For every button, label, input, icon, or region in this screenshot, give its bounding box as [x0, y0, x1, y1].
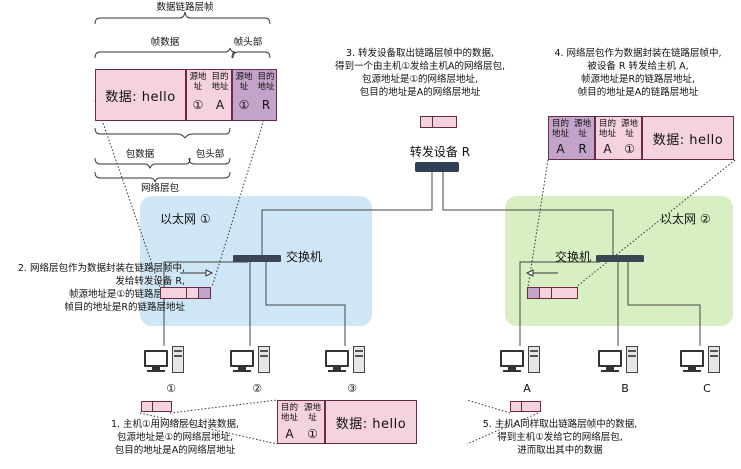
right-switch-icon[interactable] [596, 255, 644, 262]
frame-header-cell: 源地址 目的地址 ① R [232, 69, 277, 121]
host-label: C [703, 382, 711, 395]
frame-header-label: 帧头部 [233, 37, 263, 48]
step3-text: 3. 转发设备取出链路层帧中的数据,得到一个由主机①发给主机A的网络层包,包源地… [334, 48, 506, 98]
step4-text: 4. 网络层包作为数据封装在链路层帧中,被设备 R 转发给主机 A,帧源地址是R… [554, 48, 722, 98]
frame-title: 数据链路层帧 [156, 2, 214, 13]
bottom-packet-header-cell: 目的地址 源地址 A ① [277, 400, 325, 444]
ethernet-1-label: 以太网 ① [160, 212, 211, 226]
bottom-packet-data-cell: 数据: hello [325, 400, 417, 444]
host-label: A [523, 382, 531, 395]
host-label: ③ [347, 382, 357, 395]
packet-header-cell: 源地址 目的地址 ① A [186, 69, 232, 121]
src-addr-value: ① [192, 98, 204, 112]
frame-dst-value: R [261, 98, 271, 112]
packet-header-label: 包头部 [195, 149, 225, 160]
left-switch-label: 交换机 [286, 250, 323, 264]
dst-addr-value: A [215, 98, 225, 112]
router-icon[interactable] [415, 162, 459, 172]
frame-src-label: 源地址 [235, 72, 253, 92]
rf-dst-value: A [556, 142, 565, 156]
bp-src-label: 源地址 [303, 403, 321, 423]
frame-data-label: 帧数据 [150, 37, 180, 48]
bp-dst-value: A [285, 427, 294, 441]
src-addr-label: 源地址 [189, 72, 207, 92]
host-label: ② [252, 382, 262, 395]
packet-data-label: 包数据 [125, 149, 155, 160]
bp-dst-label: 目的地址 [280, 403, 298, 423]
rf-dst-label: 目的地址 [551, 119, 569, 139]
frame-data-cell: 数据: hello [95, 69, 186, 121]
step1-text: 1. 主机①用网络层包封装数据,包源地址是①的网络层地址,包目的地址是A的网络层… [110, 419, 240, 456]
ethernet-2-label: 以太网 ② [660, 212, 711, 226]
rp-dst-value: A [603, 142, 612, 156]
left-switch-icon[interactable] [233, 255, 281, 262]
step5-text: 5. 主机A同样取出链路层帧中的数据,得到主机①发给它的网络层包,进而取出其中的… [482, 419, 638, 456]
rf-src-value: R [578, 142, 587, 156]
rp-src-label: 源地址 [620, 119, 638, 139]
network-packet-label: 网络层包 [140, 183, 179, 194]
right-frame-header-cell: 目的地址 源地址 A R [548, 116, 595, 160]
rp-src-value: ① [624, 142, 635, 156]
rf-src-label: 源地址 [573, 119, 591, 139]
router-label: 转发设备 R [409, 145, 471, 159]
right-frame-data-cell: 数据: hello [642, 116, 734, 160]
right-switch-label: 交换机 [555, 250, 592, 264]
frame-src-value: ① [238, 98, 250, 112]
bp-src-value: ① [307, 427, 318, 441]
host-label: ① [166, 382, 176, 395]
rp-dst-label: 目的地址 [598, 119, 616, 139]
right-packet-header-cell: 目的地址 源地址 A ① [595, 116, 642, 160]
dst-addr-label: 目的地址 [211, 72, 229, 92]
step2-text: 2. 网络层包作为数据封装在链路层帧中,发给转发设备 R,帧源地址是①的链路层地… [17, 263, 185, 313]
host-label: B [621, 382, 629, 395]
frame-dst-label: 目的地址 [257, 72, 275, 92]
